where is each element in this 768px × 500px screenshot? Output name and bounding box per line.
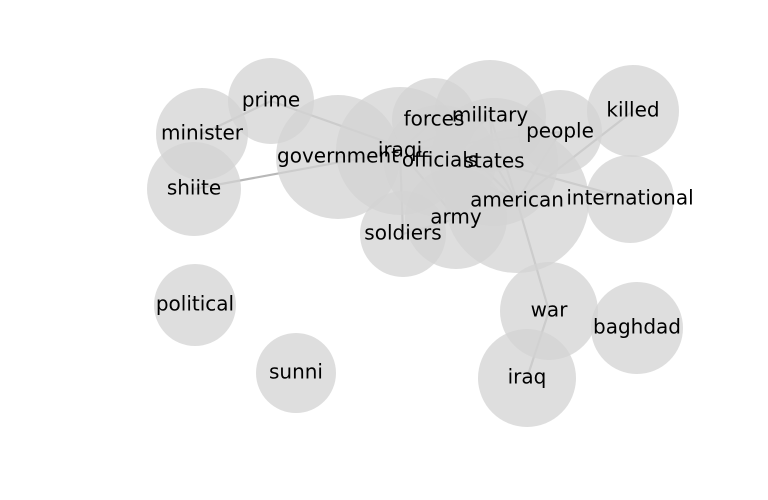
- node-label-army: army: [430, 205, 482, 229]
- node-label-baghdad: baghdad: [593, 315, 681, 339]
- node-label-iraqi: iraqi: [378, 138, 422, 162]
- node-label-war: war: [531, 298, 569, 322]
- node-label-political: political: [156, 292, 234, 316]
- node-prime: [228, 58, 314, 144]
- node-killed: [587, 65, 679, 157]
- nodes-layer: [147, 58, 683, 427]
- node-label-sunni: sunni: [269, 360, 323, 384]
- node-label-people: people: [526, 119, 594, 143]
- node-label-officials: officials: [402, 148, 478, 172]
- node-label-american: american: [470, 188, 564, 212]
- node-sunni: [256, 333, 336, 413]
- node-label-soldiers: soldiers: [364, 221, 441, 245]
- node-label-military: military: [452, 103, 528, 127]
- node-label-states: states: [463, 149, 524, 173]
- node-iraq: [478, 329, 576, 427]
- node-label-international: international: [566, 186, 693, 210]
- node-political: [154, 264, 236, 346]
- node-international: [586, 155, 674, 243]
- node-label-government: government: [277, 144, 399, 168]
- node-label-iraq: iraq: [508, 365, 547, 389]
- node-shiite: [147, 142, 241, 236]
- node-baghdad: [591, 282, 683, 374]
- node-soldiers: [360, 191, 446, 277]
- node-label-killed: killed: [606, 98, 659, 122]
- node-label-minister: minister: [161, 121, 244, 145]
- node-label-forces: forces: [404, 107, 465, 131]
- node-label-shiite: shiite: [167, 176, 221, 200]
- node-label-prime: prime: [242, 88, 300, 112]
- node-people: [518, 90, 602, 174]
